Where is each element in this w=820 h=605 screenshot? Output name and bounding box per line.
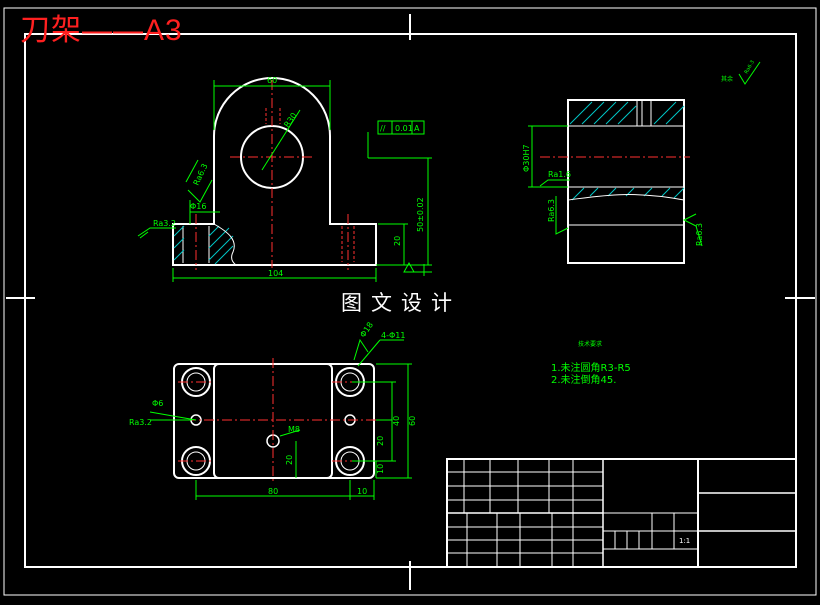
- front-dim-radius: R30: [282, 111, 298, 129]
- outer-border: [3, 7, 817, 596]
- front-tolerance-symbol: //: [380, 124, 386, 133]
- top-dim-right-20: 20: [376, 436, 385, 446]
- side-hatch: [569, 101, 685, 201]
- top-dim-length: 80: [268, 487, 278, 496]
- top-dim-right-40: 40: [392, 416, 401, 426]
- notes-heading: 技术要求: [578, 340, 602, 348]
- notes-line-1: 1.未注圆角R3-R5: [551, 361, 631, 374]
- front-dimension-text: 60 R30 104 Φ16 20 50±0.02 Ra6.3 Ra3.2 //…: [153, 76, 425, 278]
- top-dim-holes: 4-Φ11: [381, 331, 405, 340]
- technical-notes: 技术要求 1.未注圆角R3-R5 2.未注倒角45.: [551, 340, 631, 386]
- side-roughness-left: Ra6.3: [547, 199, 556, 222]
- top-dim-mid: 20: [285, 455, 294, 465]
- top-dim-edge: 10: [357, 487, 367, 496]
- front-dimensions: [137, 80, 432, 282]
- corner-roughness: 其余 Ra6.3: [721, 60, 761, 85]
- notes-line-2: 2.未注倒角45.: [551, 373, 616, 386]
- top-dimensions: [149, 338, 412, 500]
- title-block-scale: 1:1: [679, 537, 690, 545]
- front-dim-base-length: 104: [268, 269, 283, 278]
- title-block: [446, 458, 797, 568]
- top-dim-pin: Φ6: [152, 399, 163, 408]
- top-roughness: Ra3.2: [129, 418, 152, 427]
- top-view: 4-Φ11 Φ18 Φ6 Ra3.2 M8 20 80 10 10 20 40 …: [129, 320, 417, 500]
- side-dim-bore: Φ30H7: [522, 144, 531, 172]
- front-hatch: [173, 225, 234, 265]
- watermark-text: 图文设计: [341, 291, 461, 315]
- side-roughness-bore: Ra1.6: [548, 170, 571, 179]
- front-hidden-lines: [265, 108, 355, 262]
- front-dim-total-height: 50±0.02: [416, 197, 425, 232]
- drawing-title: 刀架——A3: [20, 14, 183, 47]
- front-dim-hole: Φ16: [190, 202, 206, 211]
- front-dim-width: 60: [267, 76, 277, 85]
- front-tolerance-value: 0.01: [395, 124, 413, 133]
- front-view: 60 R30 104 Φ16 20 50±0.02 Ra6.3 Ra3.2 //…: [137, 76, 432, 282]
- front-tolerance-datum: A: [414, 124, 420, 133]
- side-roughness-right: Ra6.3: [695, 223, 704, 246]
- top-dim-thread: M8: [288, 425, 300, 434]
- side-dimensions: [528, 125, 703, 247]
- sheet-frame: [3, 7, 817, 596]
- corner-roughness-value: Ra6.3: [744, 60, 756, 75]
- front-roughness-left: Ra3.2: [153, 219, 176, 228]
- corner-roughness-label: 其余: [721, 75, 733, 83]
- top-dim-right-60: 60: [408, 416, 417, 426]
- side-view: Φ30H7 Ra1.6 Ra6.3 Ra6.3: [522, 99, 704, 264]
- top-centerlines: [168, 358, 380, 484]
- top-dim-counterbore: Φ18: [358, 320, 375, 339]
- top-dim-right-10: 10: [376, 464, 385, 474]
- side-view-outline: [567, 99, 685, 264]
- front-dim-height: 20: [393, 236, 402, 246]
- front-centerlines: [195, 80, 349, 270]
- side-dimension-text: Φ30H7 Ra1.6 Ra6.3 Ra6.3: [522, 144, 704, 246]
